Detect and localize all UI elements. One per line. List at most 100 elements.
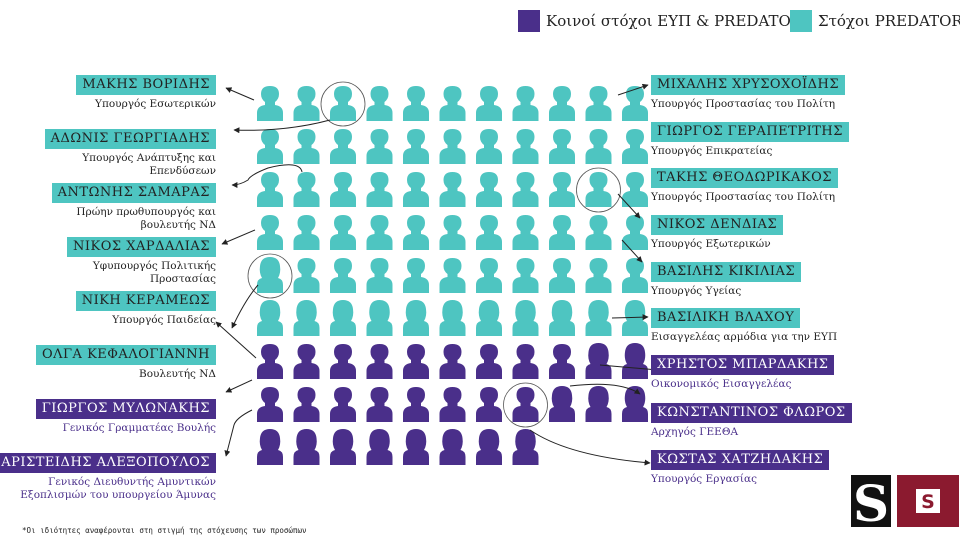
- name-box: ΓΙΩΡΓΟΣ ΓΕΡΑΠΕΤΡΙΤΗΣ: [651, 122, 849, 142]
- person-icon: [476, 129, 502, 164]
- right-label-gerapetritis: ΓΙΩΡΓΟΣ ΓΕΡΑΠΕΤΡΙΤΗΣ Υπουργός Επικρατεία…: [651, 120, 849, 158]
- brand-logo-red: S: [897, 475, 959, 527]
- right-label-dendias: ΝΙΚΟΣ ΔΕΝΔΙΑΣ Υπουργός Εξωτερικών: [651, 213, 784, 251]
- person-icon: [622, 86, 648, 121]
- legend-label-predator: Στόχοι PREDATOR: [818, 12, 960, 30]
- person-icon: [366, 86, 393, 121]
- role-text: Υπουργός Προστασίας του Πολίτη: [651, 191, 836, 203]
- person-icon: [439, 429, 466, 465]
- role-text: Υπουργός Προστασίας του Πολίτη: [651, 98, 836, 110]
- person-icon: [549, 172, 575, 207]
- name-box: ΧΡΗΣΤΟΣ ΜΠΑΡΔΑΚΗΣ: [651, 355, 835, 375]
- connector-arrow: [231, 164, 303, 188]
- person-icon: [585, 172, 612, 207]
- connector-arrow: [569, 383, 641, 395]
- name-box: ΚΩΝΣΤΑΝΤΙΝΟΣ ΦΛΩΡΟΣ: [651, 403, 852, 423]
- person-icon: [512, 258, 539, 293]
- person-icon: [549, 258, 575, 293]
- person-icon: [585, 343, 612, 379]
- connector-arrow: [599, 364, 659, 373]
- person-icon: [257, 257, 283, 293]
- person-icon: [293, 258, 320, 293]
- person-icon: [512, 129, 539, 164]
- person-icon: [403, 172, 429, 207]
- highlight-circle: [320, 81, 366, 127]
- person-icon: [585, 129, 612, 164]
- person-icon: [257, 429, 283, 465]
- name-box: ΝΙΚΟΣ ΧΑΡΔΑΛΙΑΣ: [67, 237, 216, 257]
- name-box: ΒΑΣΙΛΗΣ ΚΙΚΙΛΙΑΣ: [651, 262, 802, 282]
- name-box: ΓΙΩΡΓΟΣ ΜΥΛΩΝΑΚΗΣ: [35, 399, 216, 419]
- person-icon: [622, 386, 648, 422]
- person-icon: [293, 344, 320, 379]
- svg-text:S: S: [853, 475, 889, 527]
- person-icon: [622, 215, 648, 250]
- left-label-chardalias: ΝΙΚΟΣ ΧΑΡΔΑΛΙΑΣ Υφυπουργός Πολιτικής Προ…: [66, 235, 216, 286]
- role-text: Υπουργός Υγείας: [651, 285, 742, 297]
- person-icon: [293, 86, 320, 121]
- connector-arrow: [215, 321, 257, 359]
- person-icon: [549, 300, 575, 336]
- connector-arrow: [225, 379, 253, 393]
- person-icon: [512, 429, 539, 465]
- legend-label-common: Κοινοί στόχοι ΕΥΠ & PREDATOR: [546, 12, 803, 30]
- person-icon: [476, 387, 502, 422]
- person-icon: [585, 386, 612, 422]
- person-icon: [403, 300, 429, 336]
- role-text: Πρώην πρωθυπουργός και βουλευτής ΝΔ: [76, 206, 216, 231]
- person-icon: [257, 129, 283, 164]
- person-icon: [476, 344, 502, 379]
- person-icon: [512, 344, 539, 379]
- person-icon: [585, 300, 612, 336]
- brand-logo-dark: S: [851, 474, 891, 533]
- role-text: Υπουργός Εργασίας: [651, 473, 757, 485]
- person-icon: [403, 258, 429, 293]
- role-text: Οικονομικός Εισαγγελέας: [651, 378, 792, 390]
- person-icon: [512, 86, 539, 121]
- person-icon: [403, 429, 429, 465]
- role-text: Γενικός Γραμματέας Βουλής: [62, 422, 216, 434]
- person-icon: [403, 344, 429, 379]
- legend-predator: Στόχοι PREDATOR: [790, 10, 960, 32]
- person-icon: [476, 429, 502, 465]
- person-icon: [549, 344, 575, 379]
- person-icon: [293, 129, 320, 164]
- name-box: ΑΝΤΩΝΗΣ ΣΑΜΑΡΑΣ: [51, 183, 216, 203]
- person-icon: [293, 387, 320, 422]
- person-icon: [366, 258, 393, 293]
- person-icon: [622, 258, 648, 293]
- person-icon: [330, 300, 356, 336]
- person-icon: [330, 215, 356, 250]
- person-icon: [293, 300, 320, 336]
- left-label-georgiadis: ΑΔΩΝΙΣ ΓΕΩΡΓΙΑΔΗΣ Υπουργός Ανάπτυξης και…: [44, 127, 216, 178]
- person-icon: [622, 300, 648, 336]
- person-icon: [439, 387, 466, 422]
- legend-swatch-predator: [790, 10, 812, 32]
- right-label-kikilias: ΒΑΣΙΛΗΣ ΚΙΚΙΛΙΑΣ Υπουργός Υγείας: [651, 260, 802, 298]
- name-box: ΜΙΧΑΛΗΣ ΧΡΥΣΟΧΟΪΔΗΣ: [651, 75, 846, 95]
- person-icon: [330, 429, 356, 465]
- person-icon: [549, 386, 575, 422]
- role-text: Υπουργός Επικρατείας: [651, 145, 773, 157]
- role-text: Βουλευτής ΝΔ: [139, 368, 216, 380]
- legend-swatch-common: [518, 10, 540, 32]
- person-icon: [330, 129, 356, 164]
- person-icon: [476, 86, 502, 121]
- person-icon: [622, 129, 648, 164]
- person-icon: [257, 387, 283, 422]
- person-icon: [512, 215, 539, 250]
- person-icon: [366, 172, 393, 207]
- highlight-circle: [247, 253, 293, 299]
- role-text: Υπουργός Παιδείας: [112, 314, 216, 326]
- brand-s-mark-small: S: [916, 489, 940, 513]
- connector-arrow: [617, 83, 649, 96]
- right-label-bardakis: ΧΡΗΣΤΟΣ ΜΠΑΡΔΑΚΗΣ Οικονομικός Εισαγγελέα…: [651, 353, 835, 391]
- role-text: Γενικός Διευθυντής Αμυντικών Εξοπλισμών …: [20, 476, 216, 501]
- person-icon: [476, 300, 502, 336]
- person-icon: [293, 172, 320, 207]
- person-icon: [403, 129, 429, 164]
- connector-arrow: [611, 314, 649, 321]
- left-label-voridis: ΜΑΚΗΣ ΒΟΡΙΔΗΣ Υπουργός Εσωτερικών: [76, 73, 216, 111]
- brand-s-mark: S: [853, 474, 889, 533]
